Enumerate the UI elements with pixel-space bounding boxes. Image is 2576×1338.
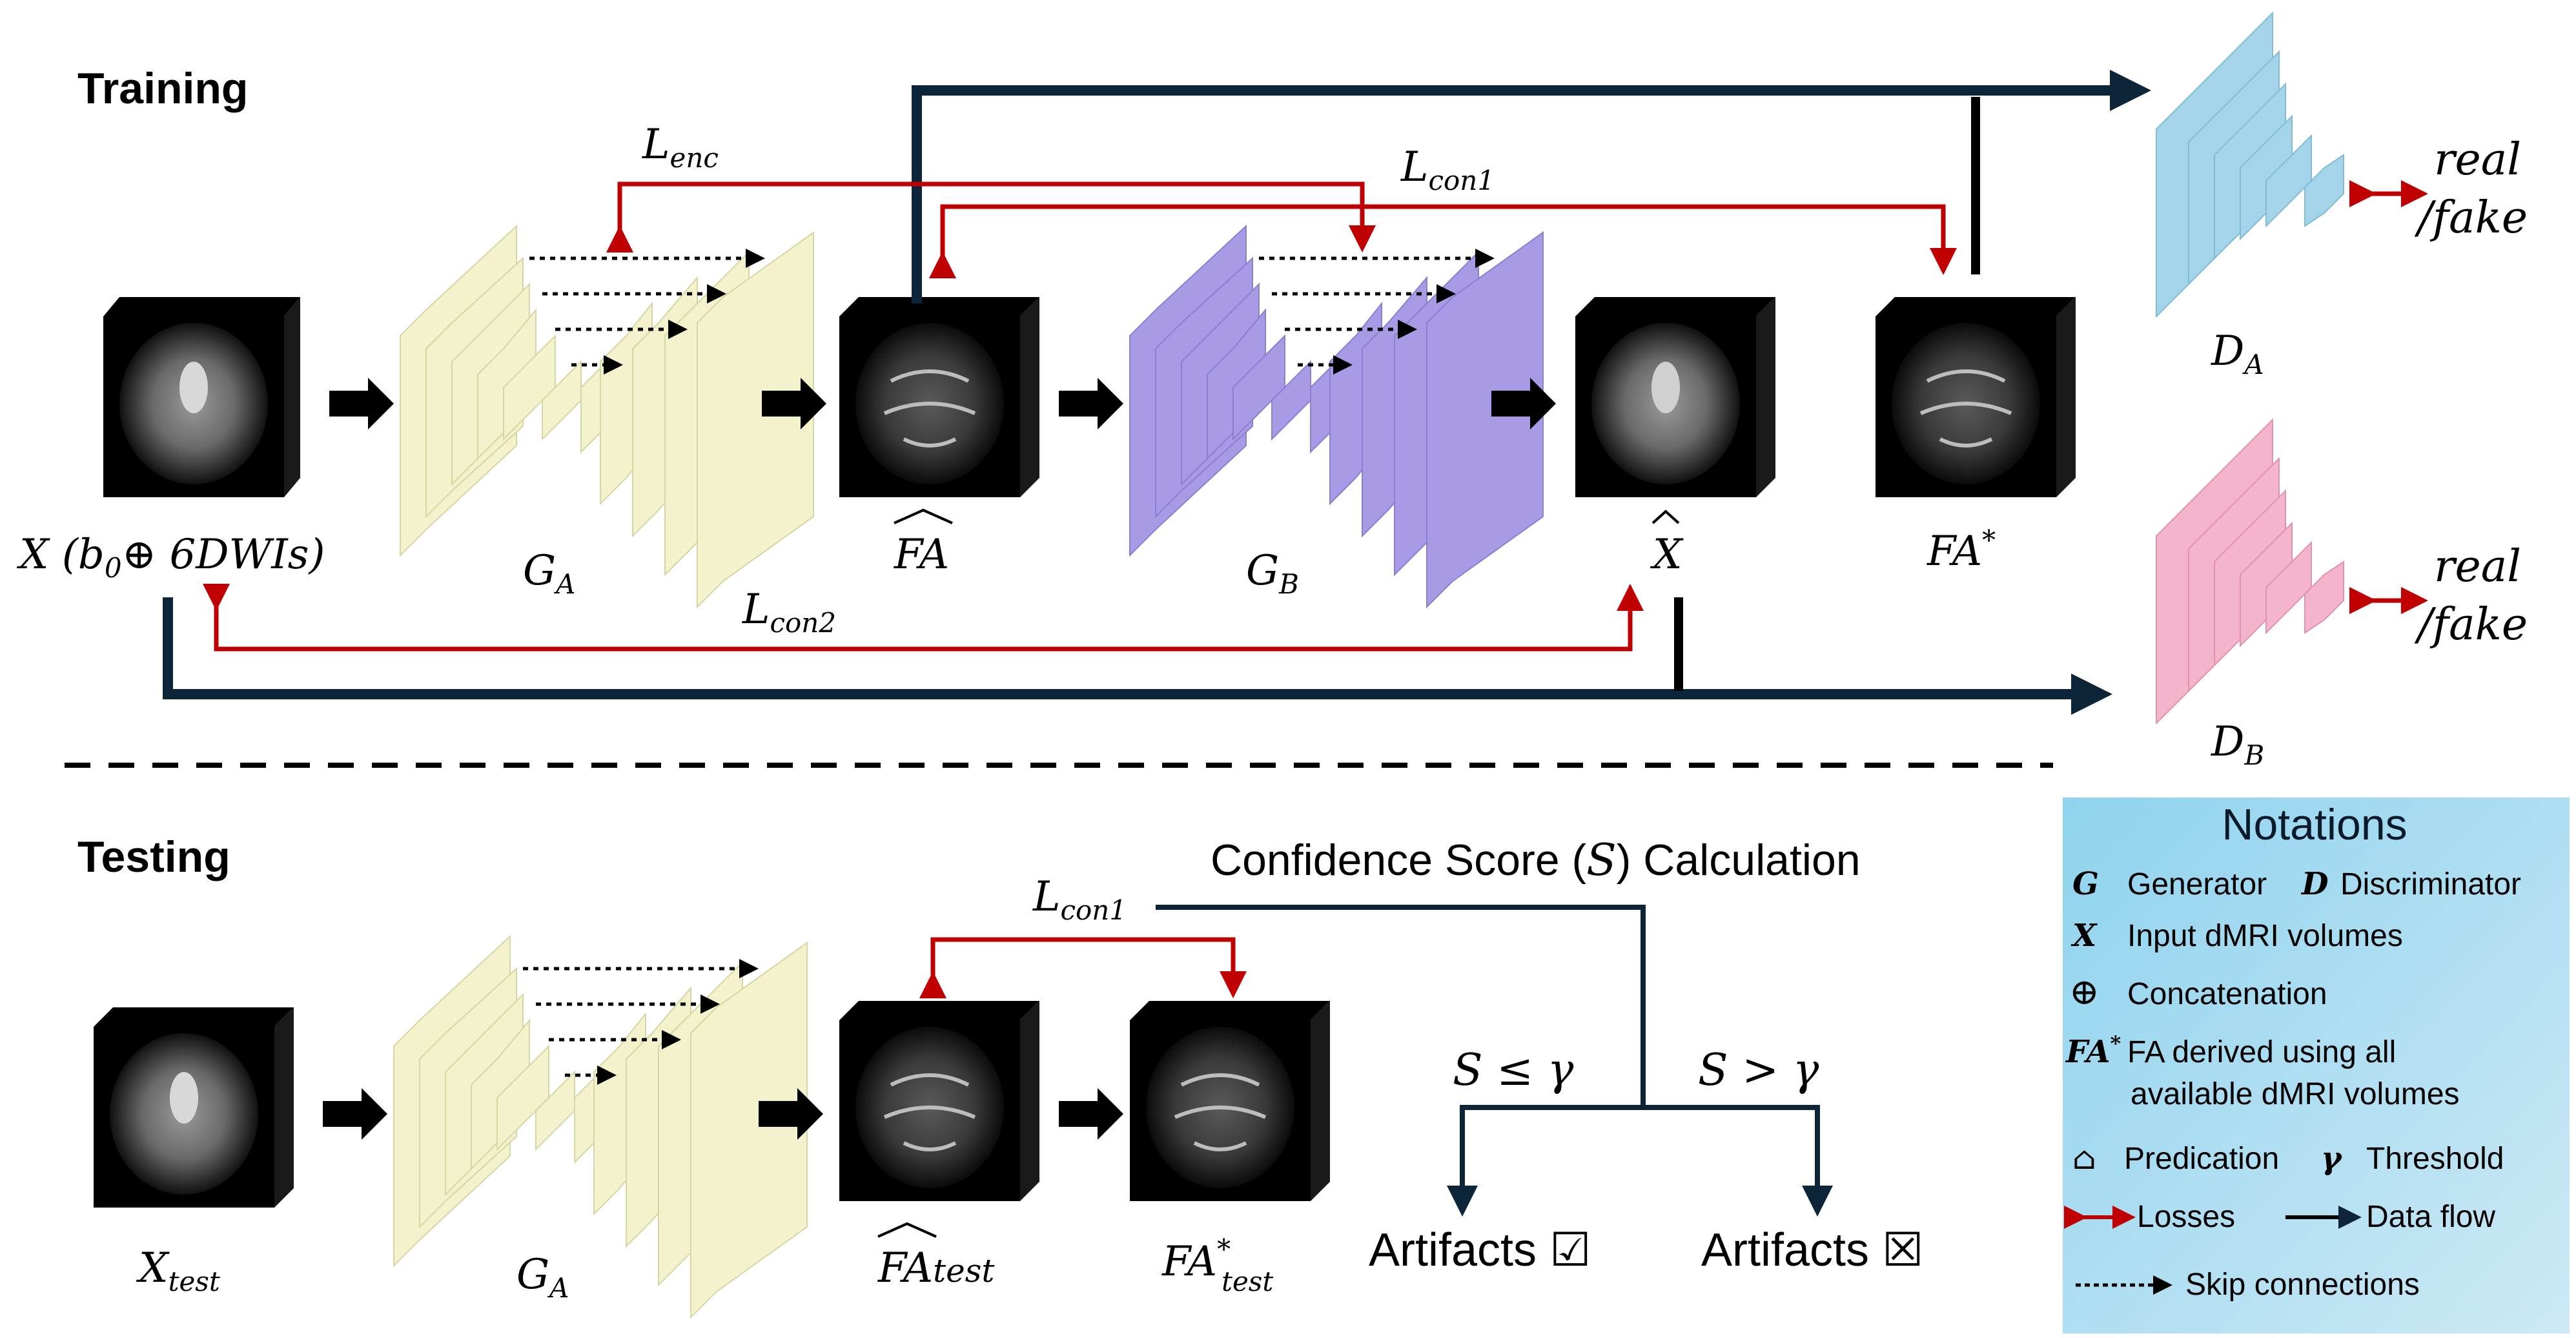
- da-label: DA: [2211, 327, 2264, 380]
- notation-x-symbol: X: [2070, 918, 2098, 954]
- fa-hat-test-label: FAtest: [877, 1222, 995, 1292]
- confidence-score-title: Confidence Score (S) Calculation: [1211, 835, 1861, 886]
- notation-gamma-text: Threshold: [2366, 1142, 2504, 1176]
- notations-panel: Notations G Generator D Discriminator X …: [2063, 798, 2570, 1333]
- fa-hat-test-brain-volume: [839, 1001, 1039, 1201]
- l-con1-testing-arrow: [919, 937, 1247, 998]
- skip-connections-ga-testing: [523, 959, 759, 1085]
- ga-label: GA: [523, 547, 575, 600]
- input-x-label: X (b0⊕ 6DWIs): [16, 531, 325, 584]
- notation-fa-text-1: FA derived using all: [2127, 1035, 2396, 1069]
- x-test-brain-volume: [94, 1007, 294, 1208]
- notation-g-symbol: G: [2072, 866, 2099, 902]
- l-enc-label: Lenc: [642, 121, 719, 174]
- l-con2-label: Lcon2: [742, 586, 836, 639]
- notation-dataflow-text: Data flow: [2366, 1200, 2495, 1234]
- testing-label: Testing: [77, 832, 230, 881]
- fa-star-brain-volume: [1876, 297, 2076, 497]
- loss-arrows-training: [203, 180, 2428, 652]
- notation-losses-text: Losses: [2137, 1200, 2235, 1234]
- concat-icon: ⊕: [2069, 971, 2100, 1013]
- svg-text:FA: FA: [894, 531, 949, 579]
- svg-text:X: X: [1650, 531, 1684, 579]
- fa-hat-brain-volume: [839, 297, 1039, 497]
- notation-skip-text: Skip connections: [2185, 1268, 2420, 1302]
- l-con1-training-label: Lcon1: [1400, 143, 1495, 196]
- fa-star-test-brain-volume: [1130, 1001, 1330, 1201]
- artifacts-absent: Artifacts ☒: [1701, 1224, 1924, 1276]
- gb-label: GB: [1246, 547, 1299, 600]
- l-con1-testing-label: Lcon1: [1032, 873, 1127, 926]
- notation-concat-text: Concatenation: [2127, 977, 2327, 1011]
- discriminator-db: [2156, 418, 2344, 725]
- generator-gb: [1129, 224, 1544, 609]
- notation-gamma-symbol: γ: [2321, 1140, 2343, 1177]
- generator-ga-testing: [393, 934, 808, 1319]
- svg-text:FAtest: FAtest: [877, 1244, 995, 1292]
- x-hat-brain-volume: [1575, 297, 1775, 497]
- real-fake-a-line1: real: [2434, 134, 2521, 185]
- notation-fa-text-2: available dMRI volumes: [2131, 1077, 2460, 1111]
- generator-ga-training: [400, 224, 814, 609]
- notation-x-text: Input dMRI volumes: [2127, 919, 2403, 953]
- notation-d-symbol: D: [2300, 866, 2329, 902]
- confidence-decision-lines: [1156, 905, 1833, 1217]
- x-hat-label: X: [1650, 509, 1684, 579]
- training-label: Training: [77, 64, 248, 113]
- skip-connections-ga-training: [529, 249, 765, 375]
- real-fake-b-line1: real: [2434, 541, 2521, 592]
- real-fake-b-line2: /fake: [2414, 599, 2528, 650]
- discriminator-da: [2156, 11, 2344, 318]
- fa-star-label: FA*: [1927, 524, 1996, 575]
- notation-g-text: Generator: [2127, 867, 2267, 901]
- fa-hat-label: FA: [894, 508, 953, 579]
- notation-d-text: Discriminator: [2340, 867, 2521, 901]
- hat-icon: ⌂: [2072, 1140, 2096, 1177]
- real-fake-a-line2: /fake: [2414, 192, 2528, 243]
- notation-fa-symbol: FA*: [2065, 1031, 2121, 1070]
- condition-right: S > γ: [1698, 1045, 1819, 1096]
- fa-star-test-label: FA*test: [1161, 1233, 1273, 1297]
- condition-left: S ≤ γ: [1453, 1045, 1574, 1096]
- notation-hat-text: Predication: [2124, 1142, 2279, 1176]
- artifacts-present: Artifacts ☑: [1369, 1224, 1591, 1276]
- testing-flow-arrows: [323, 1088, 1123, 1140]
- training-flow-arrows: [329, 378, 1556, 429]
- ga-test-label: GA: [516, 1251, 569, 1304]
- x-test-label: Xtest: [136, 1244, 220, 1297]
- db-label: DB: [2211, 718, 2264, 771]
- notations-title: Notations: [2222, 800, 2407, 849]
- input-brain-volume: [103, 297, 300, 497]
